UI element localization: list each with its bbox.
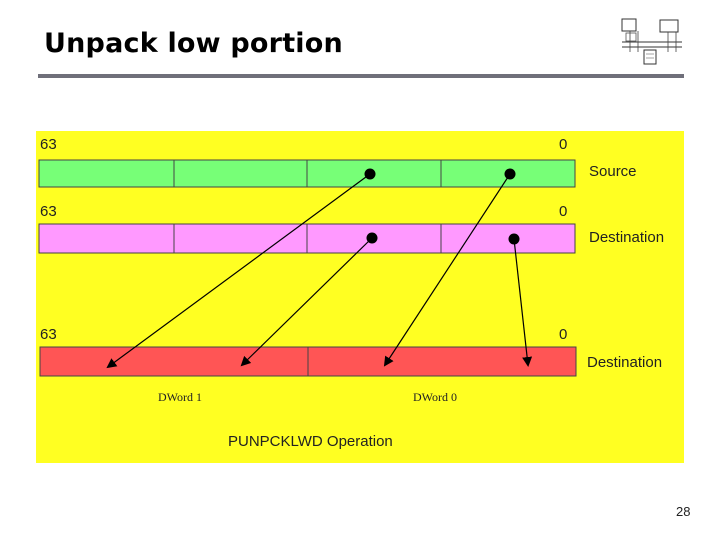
logo-diagram-icon [618, 16, 686, 68]
arrow-origin-dot [504, 168, 516, 180]
arrow-origin-dot [364, 168, 376, 180]
source-high-bit-label: 63 [40, 136, 57, 153]
arrow-source-word0 [383, 173, 511, 367]
dword-1-label: DWord 1 [158, 390, 202, 404]
destination-in-low-bit-label: 0 [559, 203, 567, 220]
arrow-origin-dot [366, 232, 378, 244]
destination-in-high-bit-label: 63 [40, 203, 57, 220]
destination-out-register [39, 346, 577, 377]
title-divider [38, 74, 684, 78]
destination-out-low-bit-label: 0 [559, 326, 567, 343]
logo-graphic [621, 18, 682, 65]
arrow-origin-dot [508, 233, 520, 245]
source-register [38, 159, 576, 188]
source-low-bit-label: 0 [559, 136, 567, 153]
punpcklwd-diagram: 63 0 Source 63 0 Destination 63 0 Destin… [36, 131, 684, 463]
source-register-label: Source [589, 163, 637, 180]
destination-out-register-label: Destination [587, 354, 662, 371]
operation-caption: PUNPCKLWD Operation [228, 433, 393, 450]
dword-0-label: DWord 0 [413, 390, 457, 404]
destination-in-register-label: Destination [589, 229, 664, 246]
diagram-canvas: 63 0 Source 63 0 Destination 63 0 Destin… [38, 136, 664, 450]
destination-out-high-bit-label: 63 [40, 326, 57, 343]
arrow-source-word1 [106, 173, 371, 369]
arrow-destination-word0 [513, 238, 533, 367]
arrow-destination-word1 [240, 237, 373, 367]
data-flow-arrows [106, 168, 533, 369]
destination-in-register [38, 223, 576, 254]
slide-title: Unpack low portion [44, 28, 343, 59]
page-number: 28 [676, 504, 691, 519]
